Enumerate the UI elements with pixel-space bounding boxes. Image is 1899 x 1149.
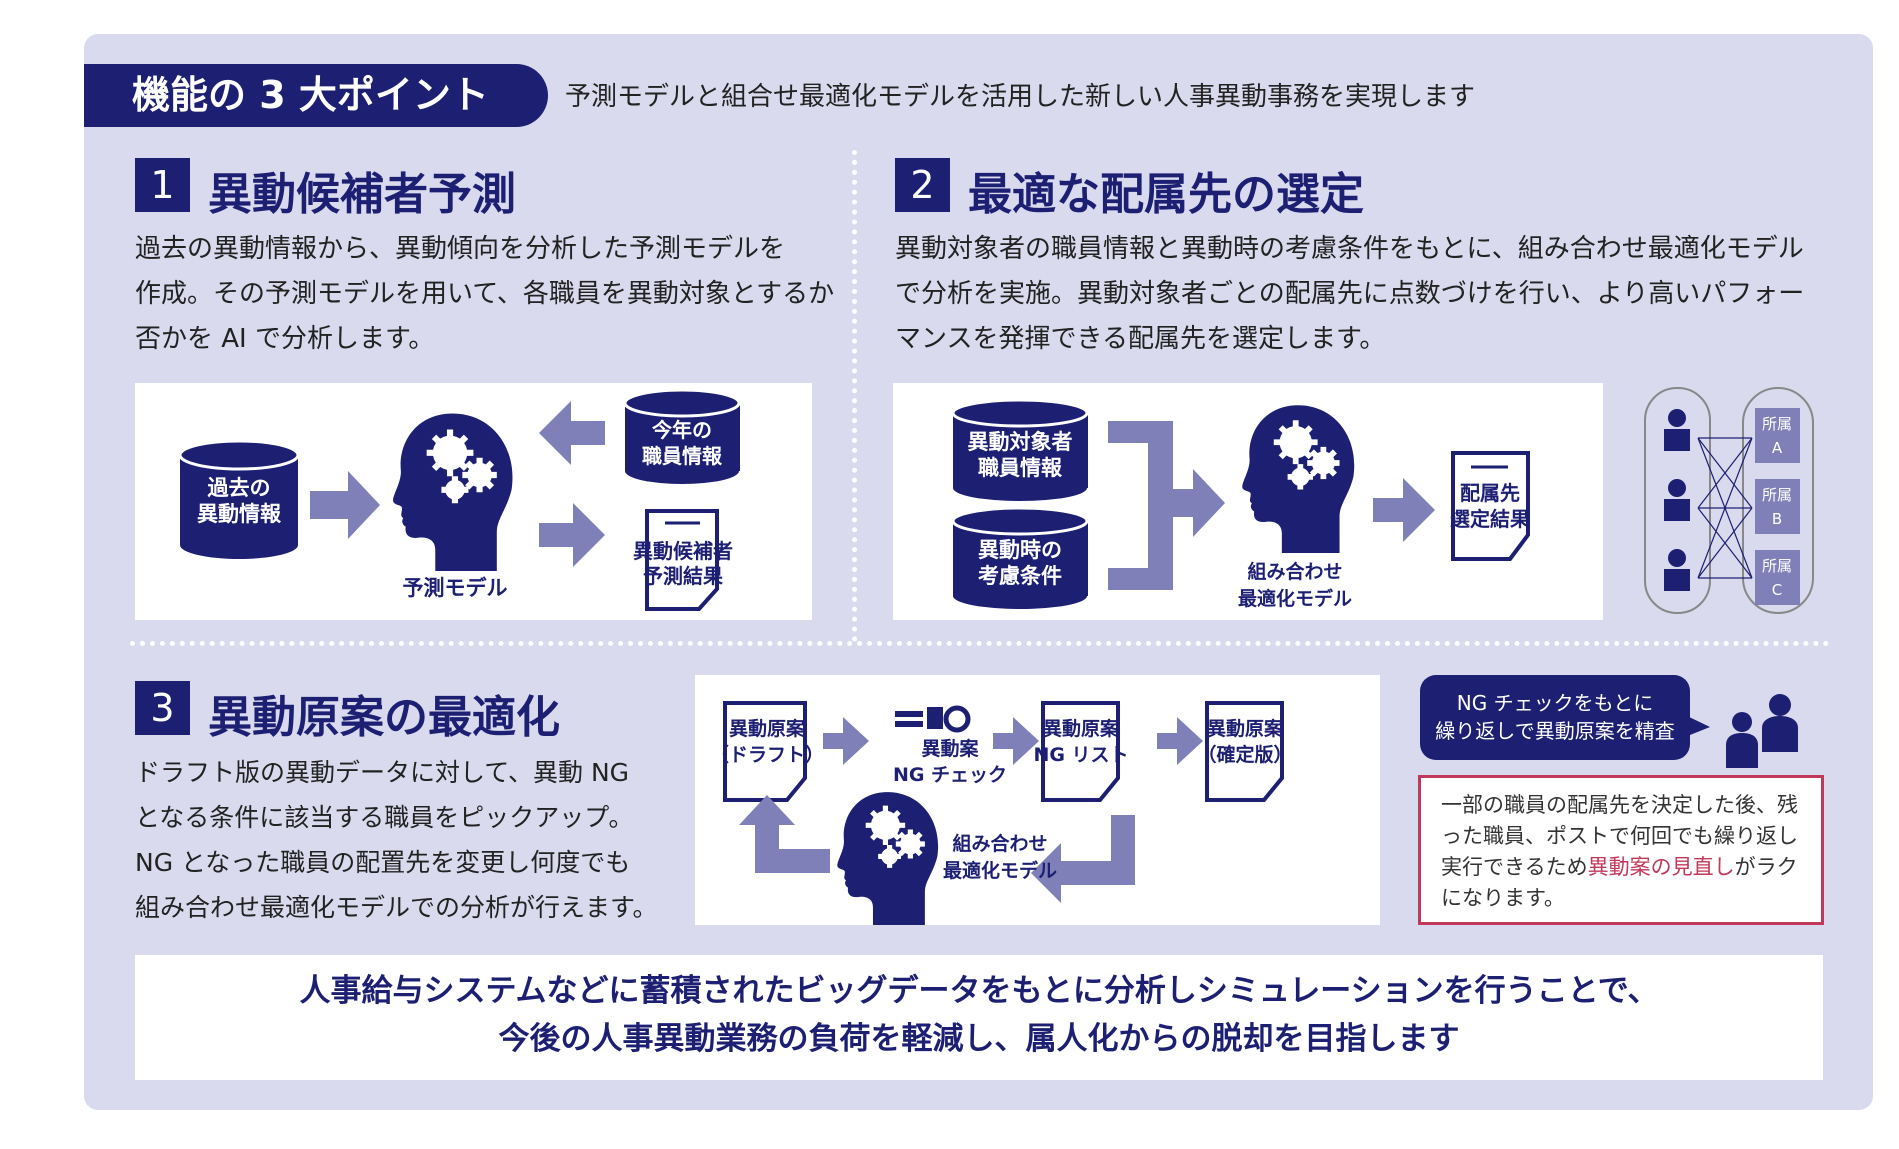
staff-icons bbox=[1685, 694, 1798, 768]
note-highlight: 異動案の見直し bbox=[1587, 855, 1735, 879]
arrow-right-icon bbox=[310, 471, 380, 539]
summary-line: 人事給与システムなどに蓄積されたビッグデータをもとに分析しシミュレーションを行う… bbox=[299, 973, 1659, 1009]
model-label: 予測モデル bbox=[403, 576, 508, 600]
svg-text:最適化モデル: 最適化モデル bbox=[943, 859, 1057, 882]
placement-diagram: 異動対象者 職員情報 異動時の 考慮条件 組み合わせ 最適化モデル 配属先 選定… bbox=[893, 383, 1603, 620]
para-line: 過去の異動情報から、異動傾向を分析した予測モデルを bbox=[135, 234, 786, 264]
svg-text:異動時の: 異動時の bbox=[978, 538, 1062, 562]
svg-text:異動候補者: 異動候補者 bbox=[633, 539, 733, 563]
final-label: 異動原案 bbox=[1207, 717, 1284, 740]
svg-text:職員情報: 職員情報 bbox=[642, 444, 723, 468]
person-icons bbox=[1664, 409, 1690, 591]
section3-paragraph: ドラフト版の異動データに対して、異動 NG となる条件に該当する職員をピックアッ… bbox=[135, 750, 658, 930]
svg-text:NG チェック: NG チェック bbox=[893, 764, 1007, 786]
arrow-right-icon bbox=[539, 503, 605, 567]
bubble-line: 繰り返しで異動原案を精査 bbox=[1435, 719, 1675, 743]
section1-number: 1 bbox=[135, 158, 190, 212]
matching-diagram: 所属 A 所属 B 所属 C bbox=[1644, 387, 1814, 614]
svg-text:C: C bbox=[1772, 581, 1782, 599]
svg-text:今年の: 今年の bbox=[652, 418, 712, 442]
summary-box: 人事給与システムなどに蓄積されたビッグデータをもとに分析しシミュレーションを行う… bbox=[135, 955, 1823, 1080]
result-document-icon: 配属先 選定結果 bbox=[1450, 451, 1530, 561]
svg-text:（確定版）: （確定版） bbox=[1197, 743, 1292, 766]
dept-a-label: 所属 bbox=[1762, 415, 1792, 433]
svg-text:考慮条件: 考慮条件 bbox=[978, 564, 1062, 588]
svg-text:（ドラフト）: （ドラフト） bbox=[710, 743, 824, 766]
horizontal-divider bbox=[130, 641, 1830, 646]
conditions-database-icon: 異動時の 考慮条件 bbox=[951, 506, 1089, 609]
header-subtitle: 予測モデルと組合せ最適化モデルを活用した新しい人事異動事務を実現します bbox=[565, 82, 1476, 112]
optimization-diagram: 異動原案 （ドラフト） 異動原案 NG リスト 異動原案 （確定版） 異動案 NG チェ… bbox=[695, 675, 1380, 925]
employee-info-database-icon: 異動対象者 職員情報 bbox=[951, 398, 1089, 501]
arrow-right-icon bbox=[1157, 717, 1203, 765]
loop-back-arrow-icon bbox=[739, 795, 830, 873]
para-line: 異動対象者の職員情報と異動時の考慮条件をもとに、組み合わせ最適化モデル bbox=[895, 234, 1804, 264]
current-data-database-icon: 今年の 職員情報 bbox=[623, 388, 741, 484]
svg-text:過去の: 過去の bbox=[208, 476, 271, 500]
svg-text:異動情報: 異動情報 bbox=[197, 502, 282, 526]
ai-head-icon bbox=[837, 792, 938, 925]
draft-label: 異動原案 bbox=[729, 717, 806, 740]
arrow-right-icon bbox=[1373, 478, 1435, 542]
summary-line: 今後の人事異動業務の負荷を軽減し、属人化からの脱却を目指します bbox=[498, 1021, 1460, 1057]
para-line: 組み合わせ最適化モデルでの分析が行えます。 bbox=[135, 893, 658, 922]
section2-paragraph: 異動対象者の職員情報と異動時の考慮条件をもとに、組み合わせ最適化モデル で分析を… bbox=[895, 227, 1804, 362]
svg-text:NG リスト: NG リスト bbox=[1033, 744, 1128, 766]
svg-text:B: B bbox=[1772, 510, 1782, 528]
past-data-database-icon: 過去の 異動情報 bbox=[178, 439, 300, 559]
arrow-left-icon bbox=[539, 401, 605, 465]
para-line: で分析を実施。異動対象者ごとの配属先に点数づけを行い、より高いパフォー bbox=[895, 279, 1805, 309]
dept-c-label: 所属 bbox=[1762, 557, 1792, 575]
para-line: 否かを AI で分析します。 bbox=[135, 324, 435, 354]
para-line: ドラフト版の異動データに対して、異動 NG bbox=[135, 758, 630, 787]
para-line: となる条件に該当する職員をピックアップ。 bbox=[135, 803, 634, 832]
arrow-right-icon bbox=[823, 717, 869, 765]
bubble-line: NG チェックをもとに bbox=[1456, 691, 1654, 715]
svg-text:職員情報: 職員情報 bbox=[978, 456, 1063, 480]
result-document-icon: 異動候補者 予測結果 bbox=[633, 509, 733, 611]
ng-check-icon bbox=[895, 705, 971, 733]
ng-check-label: 異動案 bbox=[921, 737, 979, 760]
svg-text:組み合わせ: 組み合わせ bbox=[1247, 560, 1342, 583]
section2-number: 2 bbox=[895, 158, 950, 212]
svg-text:最適化モデル: 最適化モデル bbox=[1238, 587, 1352, 610]
section3-title: 異動原案の最適化 bbox=[208, 692, 560, 743]
prediction-diagram: 過去の 異動情報 予測モデル 今年の 職員情報 異動候補者 予測結果 bbox=[135, 383, 812, 620]
para-line: NG となった職員の配置先を変更し何度でも bbox=[135, 848, 631, 877]
svg-text:配属先: 配属先 bbox=[1460, 481, 1520, 505]
note-box: 一部の職員の配属先を決定した後、残った職員、ポストで何回でも繰り返し実行できるた… bbox=[1418, 775, 1824, 925]
note-text-end: がラクになります。 bbox=[1441, 855, 1798, 910]
ai-head-icon bbox=[1242, 405, 1354, 553]
ng-list-label: 異動原案 bbox=[1043, 717, 1120, 740]
section3-number: 3 bbox=[135, 681, 190, 735]
para-line: マンスを発揮できる配属先を選定します。 bbox=[895, 324, 1386, 354]
header-tab: 機能の 3 大ポイント bbox=[84, 64, 548, 127]
section2-title: 最適な配属先の選定 bbox=[968, 169, 1364, 220]
svg-text:選定結果: 選定結果 bbox=[1450, 507, 1530, 531]
note-text: 一部の職員の配属先を決定した後、残った職員、ポストで何回でも繰り返し実行できるた… bbox=[1441, 793, 1798, 879]
svg-text:異動対象者: 異動対象者 bbox=[968, 430, 1073, 454]
ai-head-icon bbox=[393, 413, 512, 571]
speech-bubble: NG チェックをもとに 繰り返しで異動原案を精査 bbox=[1420, 675, 1690, 760]
svg-text:組み合わせ: 組み合わせ bbox=[952, 832, 1047, 855]
para-line: 作成。その予測モデルを用いて、各職員を異動対象とするか bbox=[135, 279, 835, 309]
merge-arrow-icon bbox=[1108, 421, 1225, 590]
section1-paragraph: 過去の異動情報から、異動傾向を分析した予測モデルを 作成。その予測モデルを用いて… bbox=[135, 227, 834, 362]
svg-text:A: A bbox=[1772, 439, 1783, 457]
svg-text:予測結果: 予測結果 bbox=[643, 564, 723, 588]
arrow-right-icon bbox=[993, 717, 1039, 765]
return-arrow-icon bbox=[1031, 815, 1135, 903]
section1-title: 異動候補者予測 bbox=[208, 169, 516, 220]
dept-b-label: 所属 bbox=[1762, 486, 1792, 504]
vertical-divider bbox=[852, 150, 857, 642]
